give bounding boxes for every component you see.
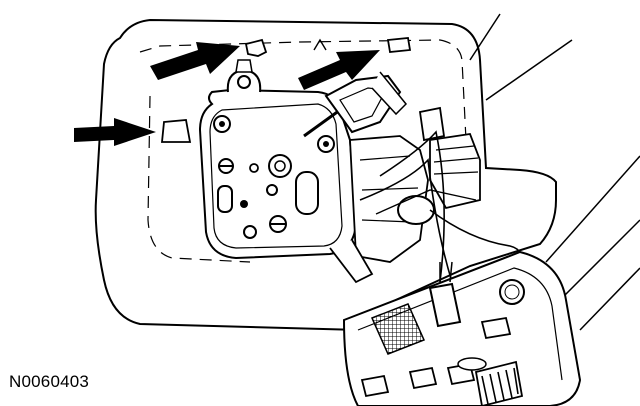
door-trim-inner <box>357 267 563 381</box>
speaker-grille <box>370 303 426 355</box>
screw-lower-left <box>240 200 248 208</box>
screw-bottom-left <box>243 225 257 239</box>
center-pivot-small <box>249 163 259 173</box>
wire-bundle <box>375 189 477 215</box>
trim-clip-right <box>480 316 512 340</box>
callout-arrow-top-right <box>298 50 380 90</box>
mirror-housing-outline <box>94 18 557 332</box>
actuator-bracket-arm <box>371 71 408 116</box>
door-panel-line <box>545 155 640 263</box>
wire-harness-cylinder <box>429 133 481 210</box>
center-pivot-large-core <box>274 160 286 172</box>
trim-round-button-inner <box>504 284 520 300</box>
mount-line-lower <box>485 39 573 101</box>
slot-right <box>295 171 319 215</box>
wire-one <box>379 130 445 283</box>
plate-support-leg <box>329 239 374 284</box>
plate-pin <box>303 108 341 138</box>
plate-top-tab-post <box>235 59 253 73</box>
callout-arrow-left <box>74 118 156 146</box>
retaining-tab-top-right <box>386 37 412 53</box>
plate-top-tab-hole <box>237 75 251 89</box>
callout-arrow-top-left <box>150 42 240 80</box>
trim-clip-lower-mid <box>408 366 438 390</box>
retaining-tab-left <box>161 119 192 143</box>
connector-wire-b <box>449 261 453 283</box>
connector-clip <box>418 106 446 142</box>
motor-cylinder <box>397 195 435 225</box>
trim-oval-recess <box>457 357 487 371</box>
figure-id-label: N0060403 <box>9 372 90 391</box>
striped-connector-stripes <box>481 367 519 405</box>
wire-two <box>359 158 453 283</box>
electrical-connector <box>428 282 462 328</box>
trim-round-button <box>499 279 525 305</box>
slot-left <box>217 185 233 213</box>
motor-body-lines <box>359 155 419 223</box>
door-panel-edge <box>559 219 640 331</box>
screw-middle <box>266 184 278 196</box>
striped-connector <box>474 360 524 406</box>
screw-top-right-core <box>323 141 329 147</box>
mount-line-upper <box>469 13 501 61</box>
retaining-tab-top-left <box>244 38 268 57</box>
screw-top-left-core <box>219 121 225 127</box>
glass-seat-dashed-outline <box>139 39 467 263</box>
actuator-bracket-inner <box>339 87 387 123</box>
glass-corner-mark <box>313 38 327 51</box>
trim-clip-lower-left <box>360 374 390 398</box>
